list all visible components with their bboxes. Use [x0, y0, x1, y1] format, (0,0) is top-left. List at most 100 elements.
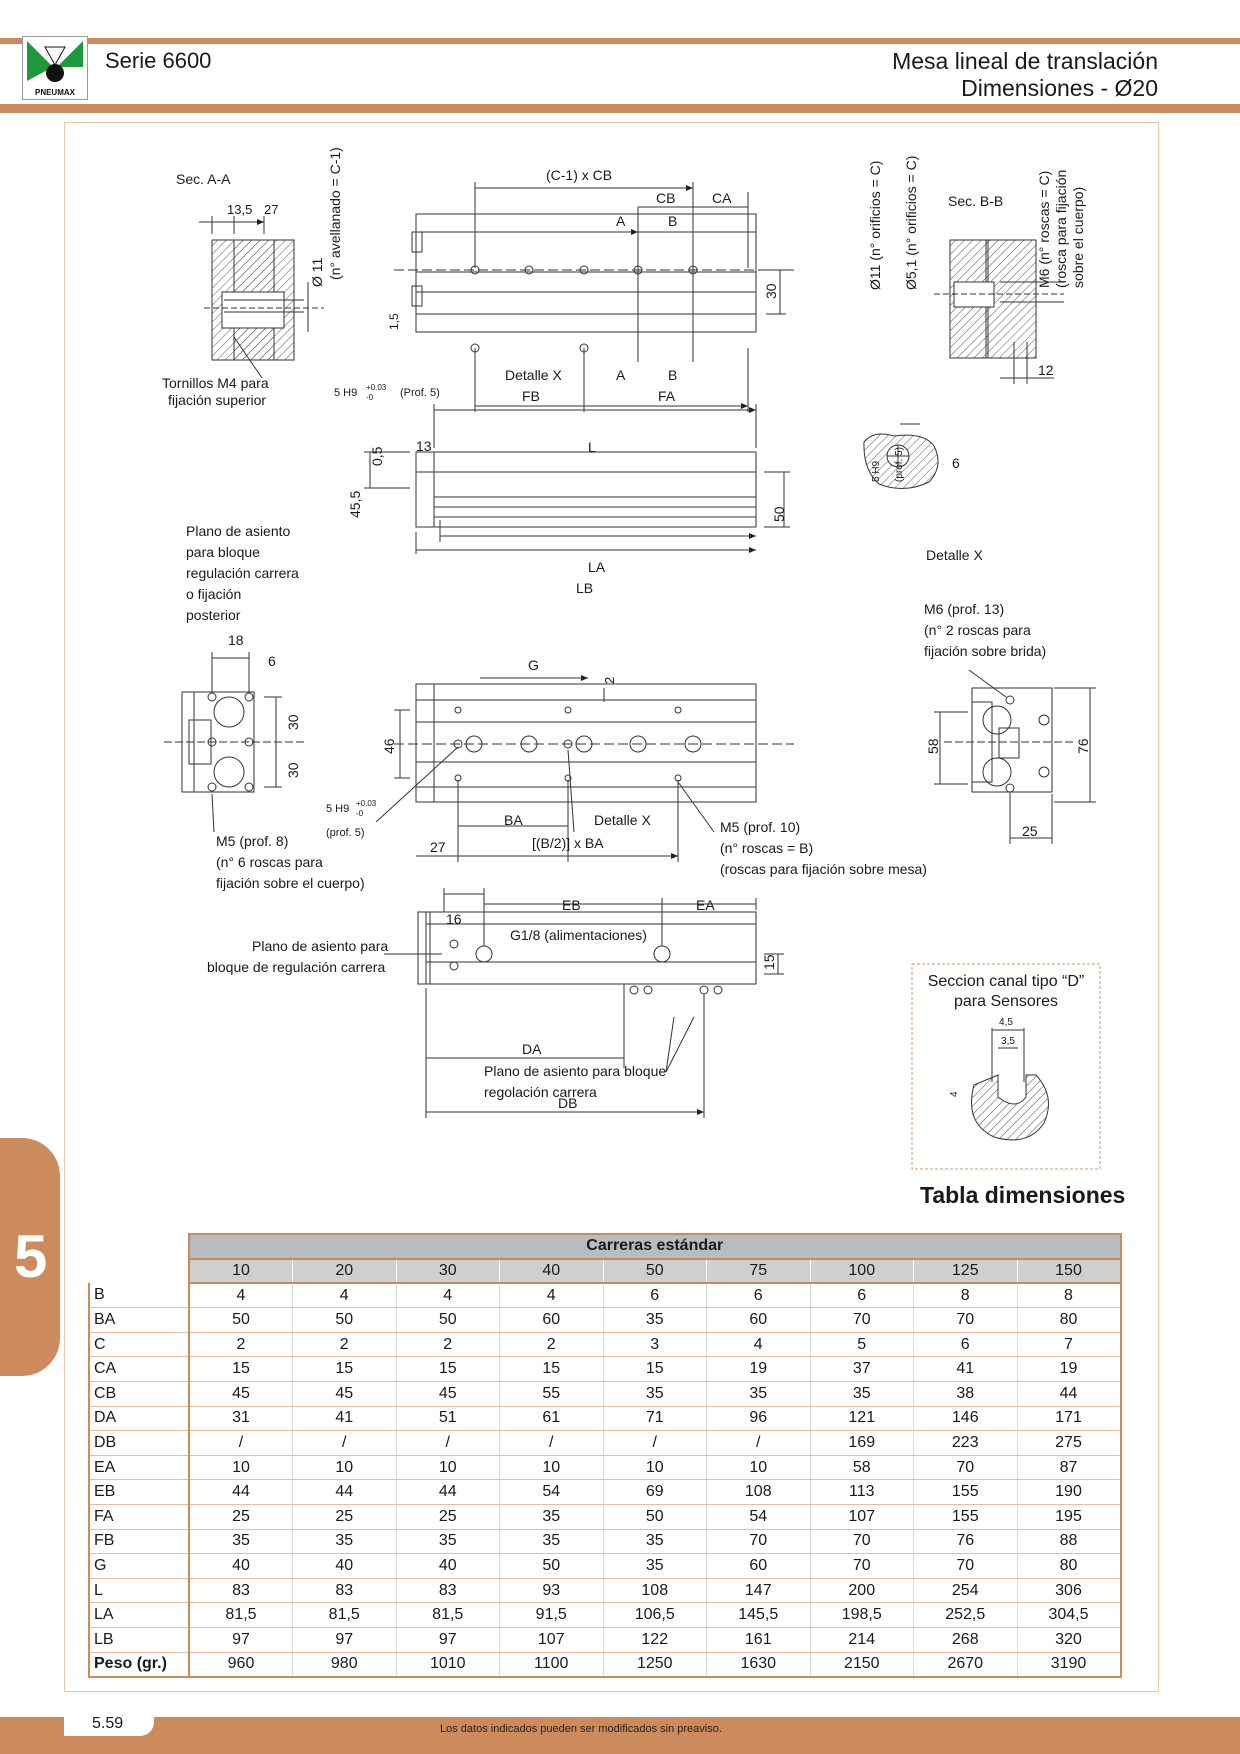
table-cell: 61: [499, 1406, 604, 1432]
dim-g: G: [528, 657, 539, 673]
header-top-bar: [0, 38, 1240, 44]
table-cell: 50: [396, 1307, 500, 1333]
table-cell: 4: [396, 1283, 500, 1309]
row-label: DB: [88, 1430, 190, 1456]
table-cell: 76: [913, 1529, 1018, 1555]
table-cell: 146: [913, 1406, 1018, 1432]
table-cell: 145,5: [706, 1602, 811, 1628]
table-cell: 121: [810, 1406, 914, 1432]
row-label: LA: [88, 1602, 190, 1628]
table-cell: 80: [1017, 1307, 1122, 1333]
table-cell: 45: [396, 1381, 500, 1407]
tol-up-top: +0.03: [366, 383, 387, 392]
dim-l: L: [588, 439, 596, 455]
table-cell: 15: [189, 1356, 293, 1383]
table-cell: 38: [913, 1381, 1018, 1407]
table-cell: 81,5: [189, 1602, 293, 1628]
sensor-channel-box: [911, 963, 1101, 1170]
table-cell: /: [292, 1430, 397, 1456]
table-cell: 35: [810, 1381, 914, 1407]
label-m6-rosca: (rosca para fijación: [1053, 170, 1069, 288]
page-number: 5.59: [92, 1715, 124, 1732]
table-cell: 35: [603, 1381, 707, 1407]
dim-c1xcb: (C-1) x CB: [546, 167, 612, 183]
label-plano-1: Plano de asiento: [186, 523, 291, 539]
table-cell: 97: [396, 1627, 500, 1653]
dim-4-5: 4,5: [999, 1017, 1013, 1028]
table-cell: 108: [603, 1578, 707, 1604]
dim-2: 2: [602, 677, 617, 684]
table-cell: 44: [396, 1479, 500, 1506]
dim-30: 30: [763, 283, 779, 299]
label-5h9-detail: 5 H9: [871, 460, 882, 482]
dim-da: DA: [522, 1041, 542, 1057]
row-label: EB: [88, 1479, 190, 1506]
dim-27: 27: [264, 202, 278, 217]
table-cell: 70: [913, 1307, 1018, 1333]
label-detalle-x: Detalle X: [926, 547, 983, 563]
table-cell: 25: [292, 1504, 397, 1530]
table-cell: 35: [603, 1307, 707, 1333]
tol-up-bottom: +0.03: [356, 799, 377, 808]
dim-18: 18: [228, 632, 244, 648]
label-g18: G1/8 (alimentaciones): [510, 927, 647, 943]
table-cell: 223: [913, 1430, 1018, 1456]
dim-0-5: 0,5: [369, 446, 385, 466]
table-cell: 214: [810, 1627, 914, 1653]
table-cell: 80: [1017, 1553, 1122, 1579]
row-label: FA: [88, 1504, 190, 1530]
dim-30-b: 30: [285, 762, 301, 778]
table-cell: 35: [499, 1529, 604, 1555]
table-cell: 81,5: [396, 1602, 500, 1628]
table-cell: 44: [189, 1479, 293, 1506]
label-plano-4: o fijación: [186, 586, 241, 602]
row-label: C: [88, 1332, 190, 1358]
label-plano-5: posterior: [186, 607, 241, 623]
table-cell: 10: [603, 1455, 707, 1481]
table-cell: 35: [292, 1529, 397, 1555]
end-view-right: [934, 687, 1096, 844]
table-cell: 4: [292, 1283, 397, 1309]
table-cell: 169: [810, 1430, 914, 1456]
table-cell: 108: [706, 1479, 811, 1506]
table-cell: 4: [189, 1283, 293, 1309]
dim-25: 25: [1022, 823, 1038, 839]
table-cell: 81,5: [292, 1602, 397, 1628]
table-cell: /: [189, 1430, 293, 1456]
table-cell: 980: [292, 1652, 397, 1678]
footer-note: Los datos indicados pueden ser modificad…: [440, 1723, 722, 1735]
table-cell: 35: [603, 1529, 707, 1555]
table-cell: 55: [499, 1381, 604, 1407]
label-regolacion-2: regolación carrera: [484, 1084, 597, 1100]
dim-30-a: 30: [285, 714, 301, 730]
label-m6-brida-3: fijación sobre brida): [924, 643, 1046, 659]
table-cell: 6: [706, 1283, 811, 1309]
dim-cb: CB: [656, 190, 675, 206]
label-prof5-detail: (prof. 5): [894, 447, 905, 482]
dim-ba: BA: [504, 812, 523, 828]
table-cell: 10: [396, 1455, 500, 1481]
table-cell: 15: [603, 1356, 707, 1383]
table-cell: 254: [913, 1578, 1018, 1604]
header-bottom-bar: [0, 104, 1240, 113]
label-m5-cuerpo-3: fijación sobre el cuerpo): [216, 875, 365, 891]
logo-text: PNEUMAX: [35, 88, 76, 97]
label-b-bottom: B: [668, 367, 677, 383]
table-cell: 155: [913, 1479, 1018, 1506]
table-cell: 195: [1017, 1504, 1122, 1530]
table-cell: 35: [396, 1529, 500, 1555]
row-label: B: [88, 1283, 190, 1309]
column-header: 30: [395, 1258, 500, 1285]
table-cell: 2150: [810, 1652, 914, 1678]
label-plano-bloque-2: bloque de regulación carrera: [207, 959, 385, 975]
table-cell: 6: [810, 1283, 914, 1309]
table-cell: 5: [810, 1332, 914, 1358]
table-cell: 6: [603, 1283, 707, 1309]
table-cell: 70: [913, 1455, 1018, 1481]
row-label: G: [88, 1553, 190, 1579]
